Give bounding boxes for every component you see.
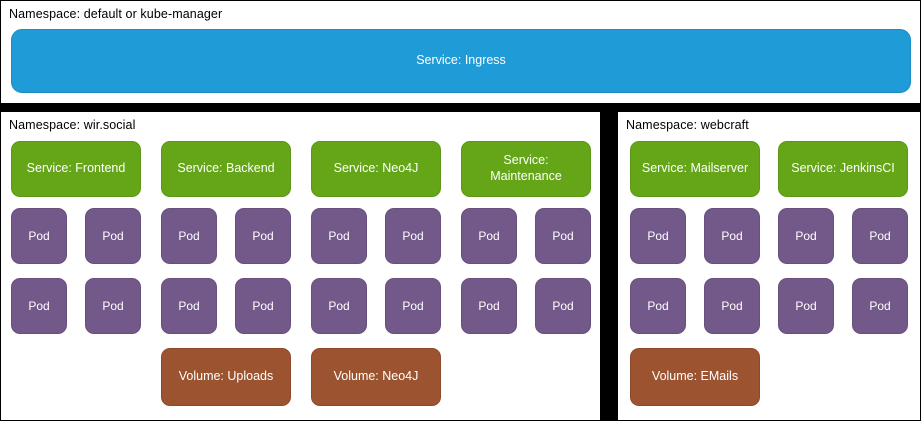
service-node-neo4j[interactable]: Service: Neo4J	[311, 141, 441, 197]
pod-node[interactable]: Pod	[161, 278, 217, 334]
pod-node[interactable]: Pod	[385, 278, 441, 334]
pod-node[interactable]: Pod	[778, 278, 834, 334]
pod-node[interactable]: Pod	[311, 208, 367, 264]
pod-node[interactable]: Pod	[385, 208, 441, 264]
pod-node[interactable]: Pod	[704, 278, 760, 334]
service-node-maintenance[interactable]: Service: Maintenance	[461, 141, 591, 197]
pod-node[interactable]: Pod	[235, 208, 291, 264]
pod-node[interactable]: Pod	[852, 278, 908, 334]
namespace-panel-webcraft: Namespace: webcraft Service: Mailserver …	[618, 112, 920, 420]
pod-node[interactable]: Pod	[852, 208, 908, 264]
volume-node-neo4j[interactable]: Volume: Neo4J	[311, 348, 441, 406]
pod-node[interactable]: Pod	[630, 278, 686, 334]
service-node-backend[interactable]: Service: Backend	[161, 141, 291, 197]
pod-node[interactable]: Pod	[461, 278, 517, 334]
service-node-jenkinsci[interactable]: Service: JenkinsCI	[778, 141, 908, 197]
volume-node-uploads[interactable]: Volume: Uploads	[161, 348, 291, 406]
pod-node[interactable]: Pod	[535, 208, 591, 264]
pod-node[interactable]: Pod	[235, 278, 291, 334]
pod-node[interactable]: Pod	[535, 278, 591, 334]
pod-node[interactable]: Pod	[704, 208, 760, 264]
pod-node[interactable]: Pod	[461, 208, 517, 264]
pod-node[interactable]: Pod	[630, 208, 686, 264]
pod-node[interactable]: Pod	[85, 278, 141, 334]
pod-node[interactable]: Pod	[85, 208, 141, 264]
pod-node[interactable]: Pod	[11, 278, 67, 334]
namespace-label-wirsocial: Namespace: wir.social	[9, 118, 136, 132]
pod-node[interactable]: Pod	[311, 278, 367, 334]
pod-node[interactable]: Pod	[778, 208, 834, 264]
namespace-panel-ingress: Namespace: default or kube-manager Servi…	[1, 1, 920, 103]
namespace-panel-wirsocial: Namespace: wir.social Service: Frontend …	[1, 112, 600, 420]
pod-node[interactable]: Pod	[161, 208, 217, 264]
service-node-ingress[interactable]: Service: Ingress	[11, 29, 911, 93]
namespace-label-webcraft: Namespace: webcraft	[626, 118, 749, 132]
namespace-label-ingress: Namespace: default or kube-manager	[9, 7, 223, 21]
volume-node-emails[interactable]: Volume: EMails	[630, 348, 760, 406]
service-node-mailserver[interactable]: Service: Mailserver	[630, 141, 760, 197]
service-node-frontend[interactable]: Service: Frontend	[11, 141, 141, 197]
pod-node[interactable]: Pod	[11, 208, 67, 264]
